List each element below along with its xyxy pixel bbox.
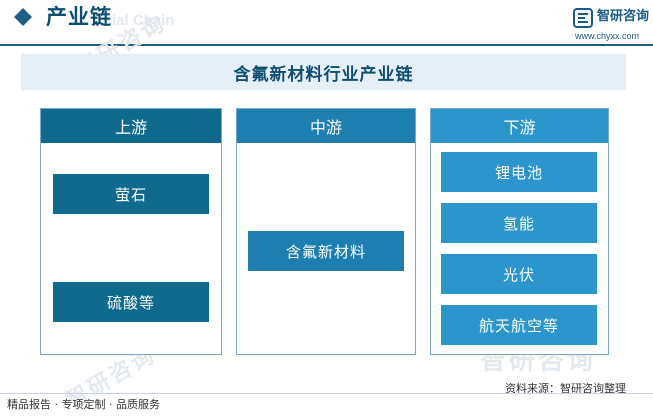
downstream-item: 光伏 — [441, 254, 597, 294]
upstream-column: 上游 萤石 硫酸等 — [40, 108, 222, 355]
upstream-item: 硫酸等 — [53, 282, 209, 322]
downstream-column: 下游 锂电池 氢能 光伏 航天航空等 — [430, 108, 609, 355]
downstream-header: 下游 — [431, 109, 608, 143]
chain-title: 含氟新材料行业产业链 — [21, 54, 626, 90]
upstream-item: 萤石 — [53, 174, 209, 214]
diamond-icon — [14, 8, 32, 26]
footer-slogan: 精品报告 · 专项定制 · 品质服务 — [7, 398, 160, 411]
midstream-header: 中游 — [237, 109, 415, 143]
downstream-item: 锂电池 — [441, 152, 597, 192]
downstream-item: 氢能 — [441, 203, 597, 243]
header-watermark: ial Chain — [112, 12, 175, 29]
source-note: 资料来源：智研咨询整理 — [505, 382, 626, 395]
midstream-column: 中游 含氟新材料 — [236, 108, 416, 355]
brand-url: www.chyxx.com — [575, 31, 640, 41]
midstream-item: 含氟新材料 — [248, 231, 404, 271]
brand-logo-text: 智研咨询 — [597, 9, 650, 24]
brand-logo-icon — [573, 8, 593, 28]
section-title: 产业链 — [46, 5, 112, 29]
upstream-header: 上游 — [41, 109, 221, 143]
header-divider — [0, 44, 653, 46]
downstream-item: 航天航空等 — [441, 305, 597, 345]
footer-divider — [0, 393, 653, 394]
